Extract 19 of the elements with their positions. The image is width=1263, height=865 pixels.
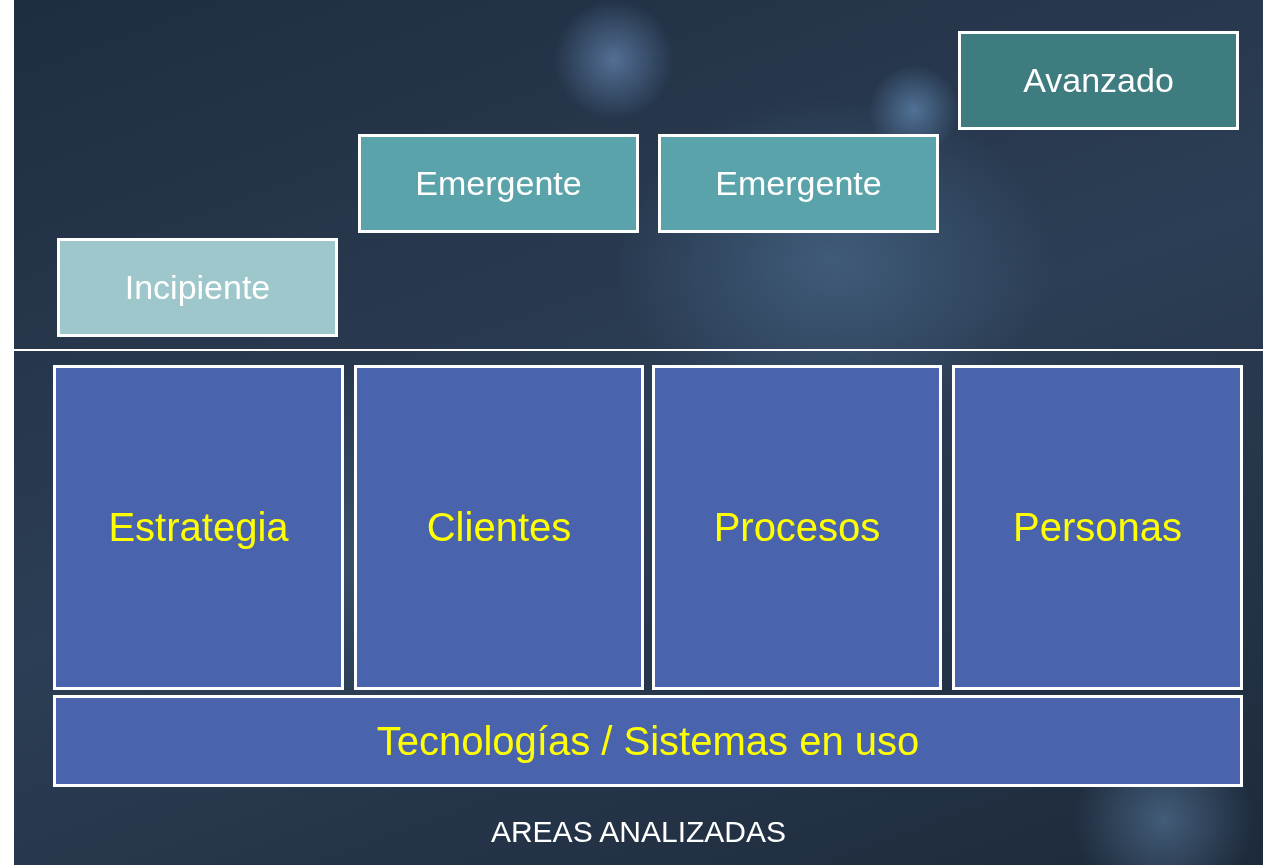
area-box xyxy=(652,365,942,690)
level-box xyxy=(358,134,639,233)
area-box xyxy=(53,365,344,690)
box-label: Avanzado xyxy=(1023,61,1174,100)
box-label: Emergente xyxy=(715,164,882,203)
box-label: Clientes xyxy=(426,505,572,550)
box-label: Emergente xyxy=(415,164,582,203)
box-label: Incipiente xyxy=(124,268,271,307)
section-caption: AREAS ANALIZADAS xyxy=(490,815,787,849)
level-box xyxy=(658,134,939,233)
level-box xyxy=(958,31,1239,130)
box-label: Personas xyxy=(1013,505,1182,550)
area-bar xyxy=(53,695,1243,787)
box-label: Estrategia xyxy=(108,505,289,550)
box-label: Procesos xyxy=(713,505,881,550)
level-box xyxy=(57,238,338,337)
box-label: Tecnologías / Sistemas en uso xyxy=(376,718,920,764)
area-box xyxy=(952,365,1243,690)
area-box xyxy=(354,365,644,690)
